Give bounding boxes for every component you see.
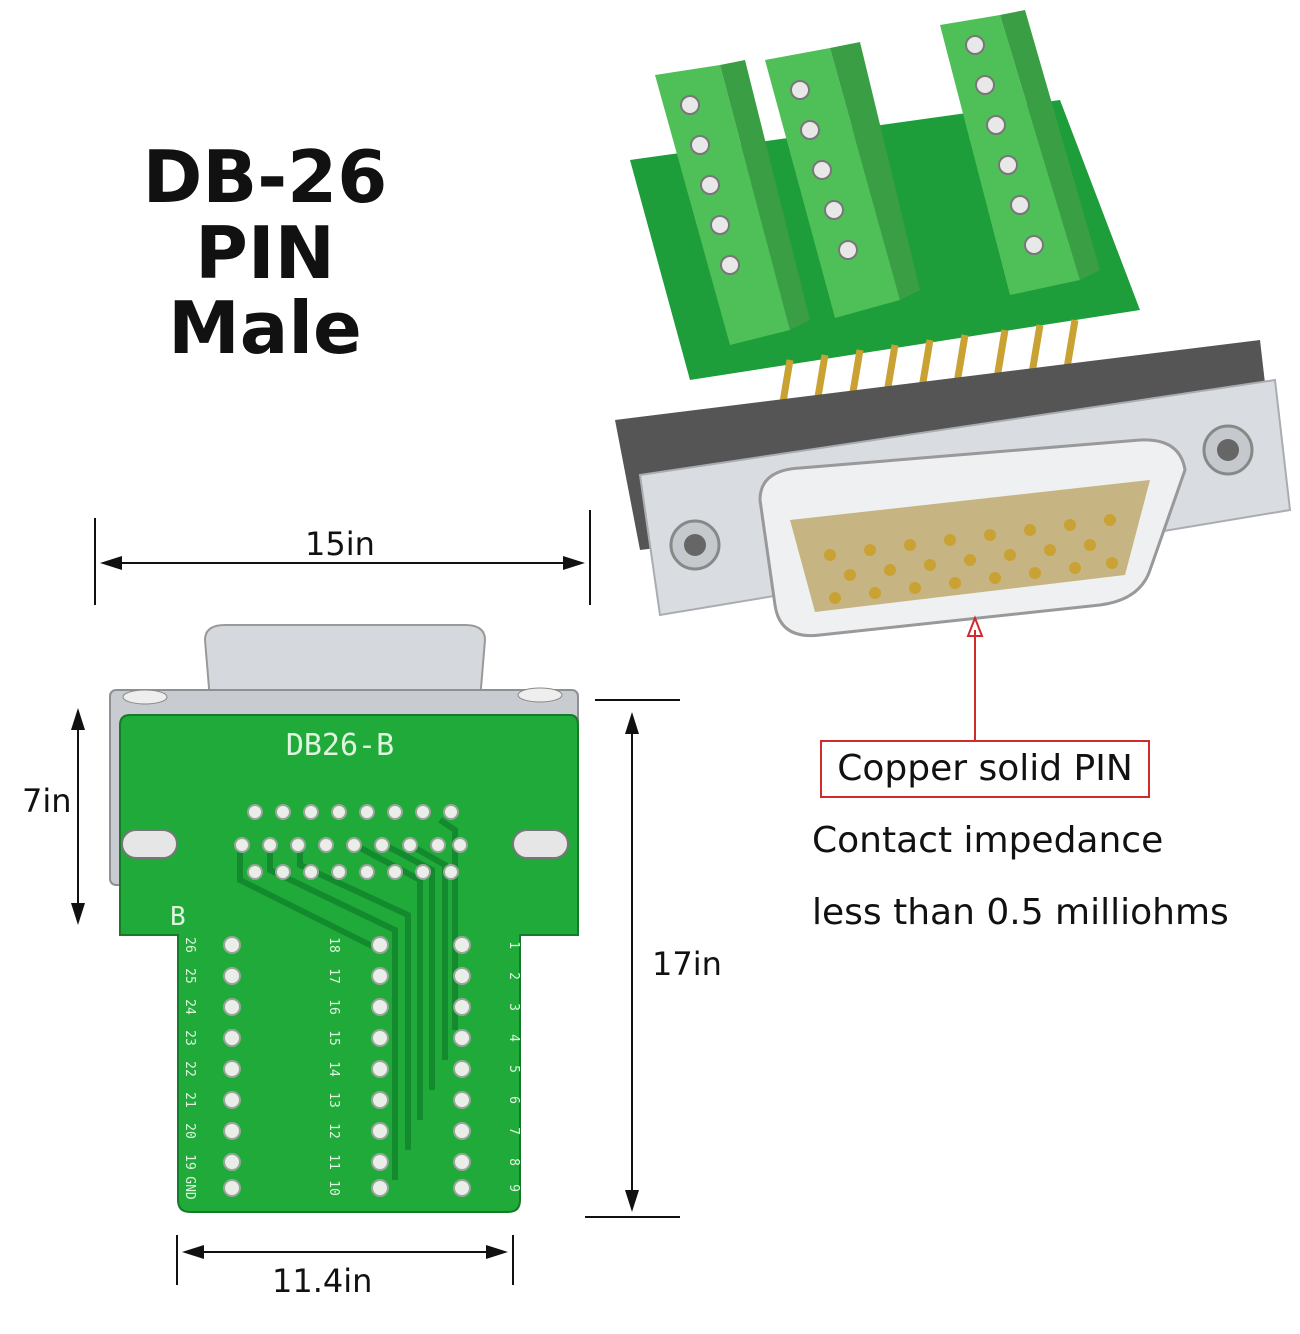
dimension-lines [71, 510, 680, 1285]
pin-label-right: 6 [506, 1096, 521, 1104]
product-title: DB-26 PIN Male [75, 135, 455, 371]
pin-label-left: 19 [182, 1154, 197, 1170]
dsub-pads [234, 804, 468, 880]
spec-line-1: Contact impedance [812, 820, 1164, 861]
pin-label-middle: 14 [326, 1061, 341, 1077]
pin-label-left: 23 [182, 1030, 197, 1046]
pin-label-right: 3 [506, 1003, 521, 1011]
pin-label-middle: 15 [326, 1030, 341, 1046]
spec-line-2: less than 0.5 milliohms [812, 892, 1229, 933]
pin-label-middle: 10 [326, 1180, 341, 1196]
pin-label-left: 22 [182, 1061, 197, 1077]
terminal-block-left [655, 60, 810, 345]
terminal-screws [680, 35, 1044, 275]
pin-label-middle: 13 [326, 1092, 341, 1108]
pcb-top-view: DB26-B B 2625242322212019GND181716151413… [109, 624, 579, 1213]
terminal-block-middle [765, 42, 920, 318]
copper-pin-callout: Copper solid PIN [820, 740, 1150, 798]
pin-label-right: 8 [506, 1158, 521, 1166]
dim-height-right: 17in [652, 945, 722, 983]
pin-label-left: 25 [182, 968, 197, 984]
pin-label-middle: 12 [326, 1123, 341, 1139]
pin-labels: 2625242322212019GND181716151413121110123… [182, 937, 521, 1200]
connector-3d-photo [615, 10, 1292, 740]
pcb-side-mark: B [170, 902, 186, 932]
pcb-traces [237, 817, 458, 1180]
pcb-mount-right [512, 829, 569, 859]
pin-label-middle: 11 [326, 1154, 341, 1170]
pin-label-right: 7 [506, 1127, 521, 1135]
title-line-1: DB-26 PIN [142, 135, 388, 295]
title-line-2: Male [168, 286, 362, 371]
pin-label-right: 1 [506, 941, 521, 949]
dim-width-top: 15in [305, 525, 375, 563]
pin-label-right: 5 [506, 1065, 521, 1073]
pin-label-middle: 16 [326, 999, 341, 1015]
pin-label-left: 20 [182, 1123, 197, 1139]
pin-label-left: 26 [182, 937, 197, 953]
pcb-label: DB26-B [286, 728, 394, 763]
dim-width-bottom: 11.4in [272, 1262, 373, 1300]
dsub-interior [790, 480, 1150, 612]
pcb-mount-left [121, 829, 178, 859]
dsub-contacts [824, 514, 1118, 604]
dim-height-left: 7in [22, 782, 72, 820]
pin-label-right: 4 [506, 1034, 521, 1042]
pin-label-right: 2 [506, 972, 521, 980]
pin-label-left: 21 [182, 1092, 197, 1108]
dsub-shell-top [203, 624, 487, 701]
pin-label-left: 24 [182, 999, 197, 1015]
pin-label-middle: 17 [326, 968, 341, 984]
callout-arrow-head [966, 615, 984, 637]
pin-label-left: GND [182, 1176, 197, 1200]
pin-label-middle: 18 [326, 937, 341, 953]
pin-label-right: 9 [506, 1184, 521, 1192]
terminal-pads [223, 936, 471, 1197]
